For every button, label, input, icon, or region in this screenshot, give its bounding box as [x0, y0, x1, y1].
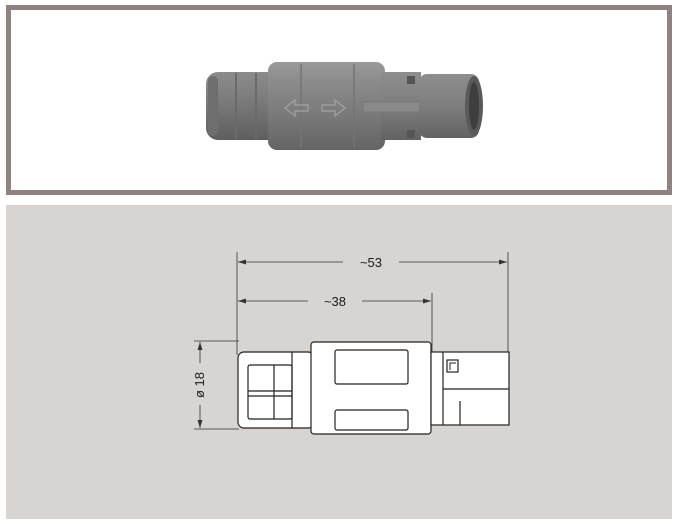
technical-drawing-panel: ~53 ~38 ø 18 [6, 205, 672, 519]
extension-lines [194, 252, 509, 430]
overall-length-label: ~53 [360, 255, 382, 270]
dimension-diameter: ø 18 [192, 342, 207, 428]
connector-sleeve [268, 62, 385, 150]
partial-length-label: ~38 [324, 294, 346, 309]
technical-drawing: ~53 ~38 ø 18 [192, 252, 510, 435]
dimension-partial-length: ~38 [238, 294, 431, 309]
connector-outline [237, 341, 510, 435]
product-photo-panel [6, 5, 672, 195]
connector-tail [419, 74, 483, 138]
diameter-label: ø 18 [192, 372, 207, 398]
connector-rear [362, 72, 426, 140]
dimension-overall-length: ~53 [238, 255, 507, 270]
connector-photo [206, 62, 483, 150]
connector-cap [206, 72, 286, 140]
